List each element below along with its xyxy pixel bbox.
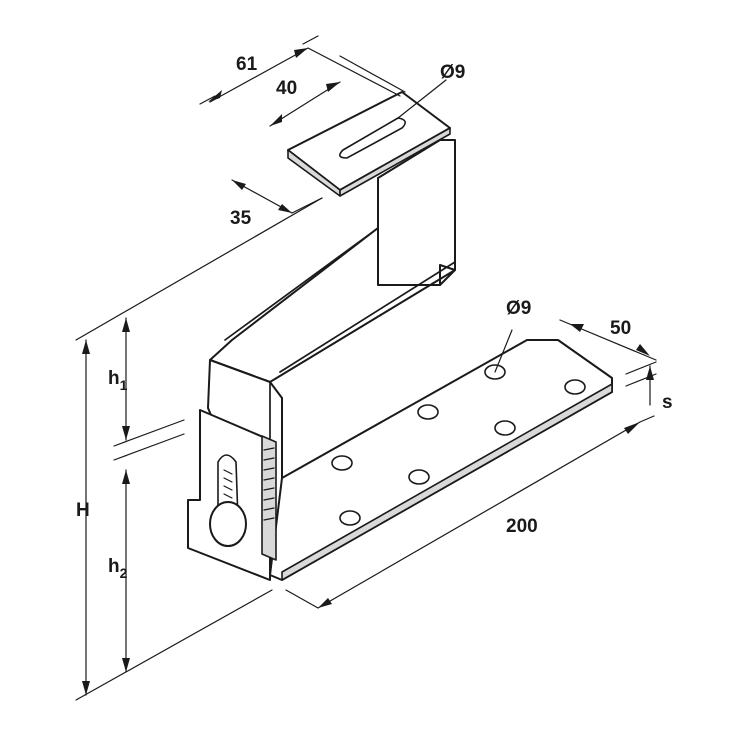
- dim-phi9-base-leader: [494, 329, 513, 373]
- label-h1-main: h: [108, 368, 120, 389]
- top-plate-slot: [339, 117, 406, 159]
- adjust-thread: [223, 469, 233, 507]
- dim-top-extension: [75, 197, 323, 341]
- dimension-labels: 61 40 Ø9 35 Ø9 50 200 s H h1 h2: [76, 54, 673, 581]
- dim-61-ext: [199, 35, 406, 105]
- arrowhead: [570, 324, 584, 332]
- label-phi9-base: Ø9: [506, 298, 531, 319]
- hook-inner-ramp-line: [224, 227, 379, 341]
- label-61: 61: [236, 54, 258, 75]
- dim-bottom-extension: [75, 589, 273, 701]
- hook-outer-ramp-line: [279, 261, 456, 373]
- base-hole: [331, 455, 353, 471]
- roof-hook-part: [187, 91, 613, 581]
- arrowhead: [326, 82, 340, 92]
- arrowhead: [122, 658, 130, 672]
- arrowhead: [636, 344, 650, 356]
- arrowhead: [122, 318, 130, 332]
- arrowhead: [232, 180, 246, 190]
- arrowhead: [122, 426, 130, 440]
- label-h-total: H: [76, 500, 90, 521]
- base-plate-holes: [331, 364, 586, 526]
- label-h2: h2: [108, 556, 128, 581]
- arrowhead: [82, 340, 90, 354]
- dim-s-line: [625, 361, 657, 406]
- arrowhead: [624, 422, 640, 434]
- hook-inner-face: [209, 177, 456, 383]
- label-h2-sub: 2: [120, 565, 128, 581]
- base-hole: [417, 404, 439, 420]
- base-hole: [339, 510, 361, 526]
- bracket-teeth: [263, 447, 275, 521]
- base-hole: [494, 420, 516, 436]
- label-50: 50: [610, 318, 631, 339]
- base-hole: [564, 379, 586, 395]
- label-h2-main: h: [108, 556, 120, 577]
- arrowhead: [646, 366, 654, 380]
- base-plate: [269, 339, 613, 581]
- label-phi9-top: Ø9: [440, 62, 465, 83]
- label-h1-sub: 1: [120, 377, 128, 393]
- label-200: 200: [506, 516, 538, 537]
- arrowhead: [318, 598, 332, 608]
- adjust-knob: [209, 501, 247, 547]
- base-hole: [408, 469, 430, 485]
- label-35: 35: [230, 208, 252, 229]
- hook-top-plate-front-edge: [339, 127, 451, 197]
- label-40: 40: [276, 78, 297, 99]
- arrowhead: [208, 90, 222, 102]
- dimension-lines: [75, 35, 657, 701]
- dim-h1-break: [113, 419, 185, 461]
- arrowhead: [270, 114, 282, 126]
- arrowhead: [278, 204, 292, 213]
- label-s: s: [662, 392, 673, 413]
- label-h1: h1: [108, 368, 128, 393]
- dim-200-line: [285, 415, 655, 609]
- arrowhead: [294, 48, 308, 58]
- dim-phi9-top-leader: [397, 79, 447, 119]
- arrowhead: [82, 681, 90, 695]
- arrowheads: [82, 48, 654, 695]
- base-plate-front-edge: [281, 383, 613, 581]
- adjust-bracket-side: [261, 435, 277, 561]
- arrowhead: [122, 470, 130, 484]
